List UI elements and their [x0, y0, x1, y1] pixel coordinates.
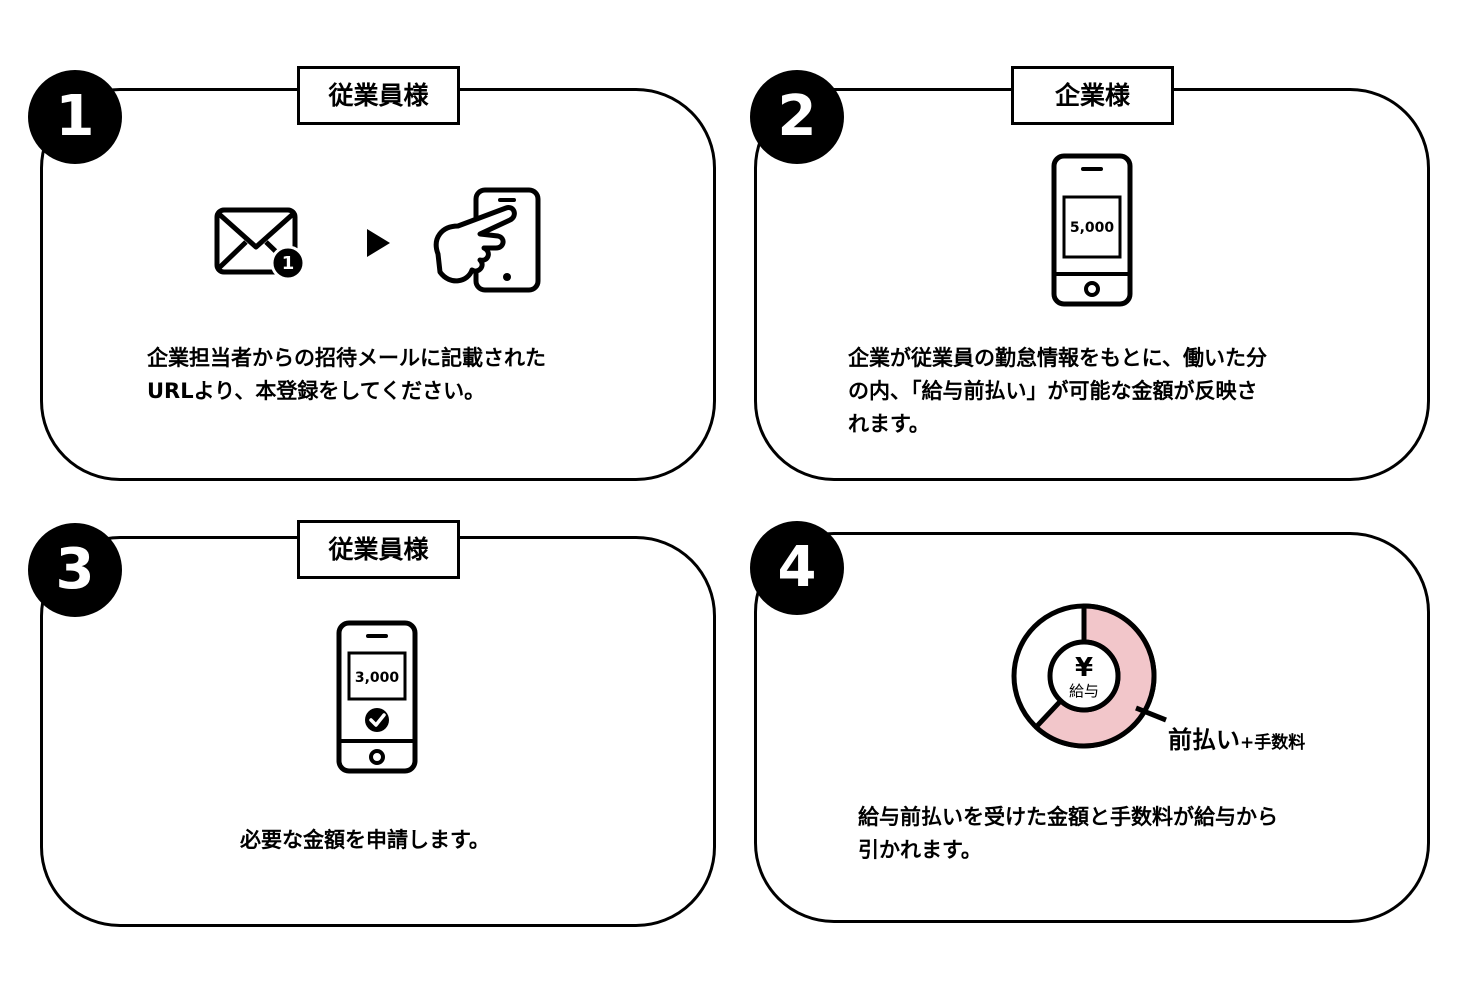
step-2-line-2: の内、「給与前払い」が可能な金額が反映さ — [848, 379, 1258, 403]
step-2-description: 企業が従業員の勤怠情報をもとに、働いた分 の内、「給与前払い」が可能な金額が反映… — [848, 342, 1267, 441]
mail-icon: 1 — [214, 207, 306, 281]
step-1-line-2: URLより、本登録をしてください。 — [147, 379, 486, 403]
step-3-number-badge: 3 — [28, 523, 122, 617]
step-4-line-2: 引かれます。 — [858, 838, 982, 862]
step-2-number-badge: 2 — [750, 70, 844, 164]
step-3-role-tag: 従業員様 — [297, 520, 460, 579]
step-2-line-3: れます。 — [848, 412, 930, 436]
step-2-role-tag: 企業様 — [1011, 66, 1174, 125]
step-4-number-badge: 4 — [750, 521, 844, 615]
donut-callout-sub: +手数料 — [1240, 733, 1306, 753]
phone-check-icon: 3,000 — [336, 620, 418, 774]
salary-donut-chart: ¥ 給与 — [1011, 603, 1167, 749]
phone-3-amount: 3,000 — [355, 670, 400, 686]
step-1-role-tag: 従業員様 — [297, 66, 460, 125]
phone-tap-icon — [433, 187, 541, 293]
mail-badge-number: 1 — [282, 253, 295, 274]
donut-center-label: 給与 — [1069, 682, 1099, 700]
step-1-card — [40, 88, 716, 481]
step-2-line-1: 企業が従業員の勤怠情報をもとに、働いた分 — [848, 346, 1267, 370]
step-4-description: 給与前払いを受けた金額と手数料が給与から 引かれます。 — [858, 801, 1278, 867]
step-4-line-1: 給与前払いを受けた金額と手数料が給与から — [858, 805, 1278, 829]
step-1-line-1: 企業担当者からの招待メールに記載された — [147, 346, 546, 370]
donut-callout-main: 前払い — [1168, 726, 1240, 754]
donut-center-symbol: ¥ — [1075, 653, 1093, 683]
step-1-number-badge: 1 — [28, 70, 122, 164]
step-3-description: 必要な金額を申請します。 — [240, 824, 490, 857]
callout-line — [1135, 705, 1167, 723]
phone-2-amount: 5,000 — [1070, 220, 1115, 236]
play-arrow-icon — [367, 229, 390, 257]
phone-icon: 5,000 — [1051, 153, 1133, 307]
step-1-description: 企業担当者からの招待メールに記載された URLより、本登録をしてください。 — [147, 342, 546, 408]
donut-callout-label: 前払い+手数料 — [1168, 720, 1305, 755]
step-3-line-1: 必要な金額を申請します。 — [240, 828, 490, 852]
